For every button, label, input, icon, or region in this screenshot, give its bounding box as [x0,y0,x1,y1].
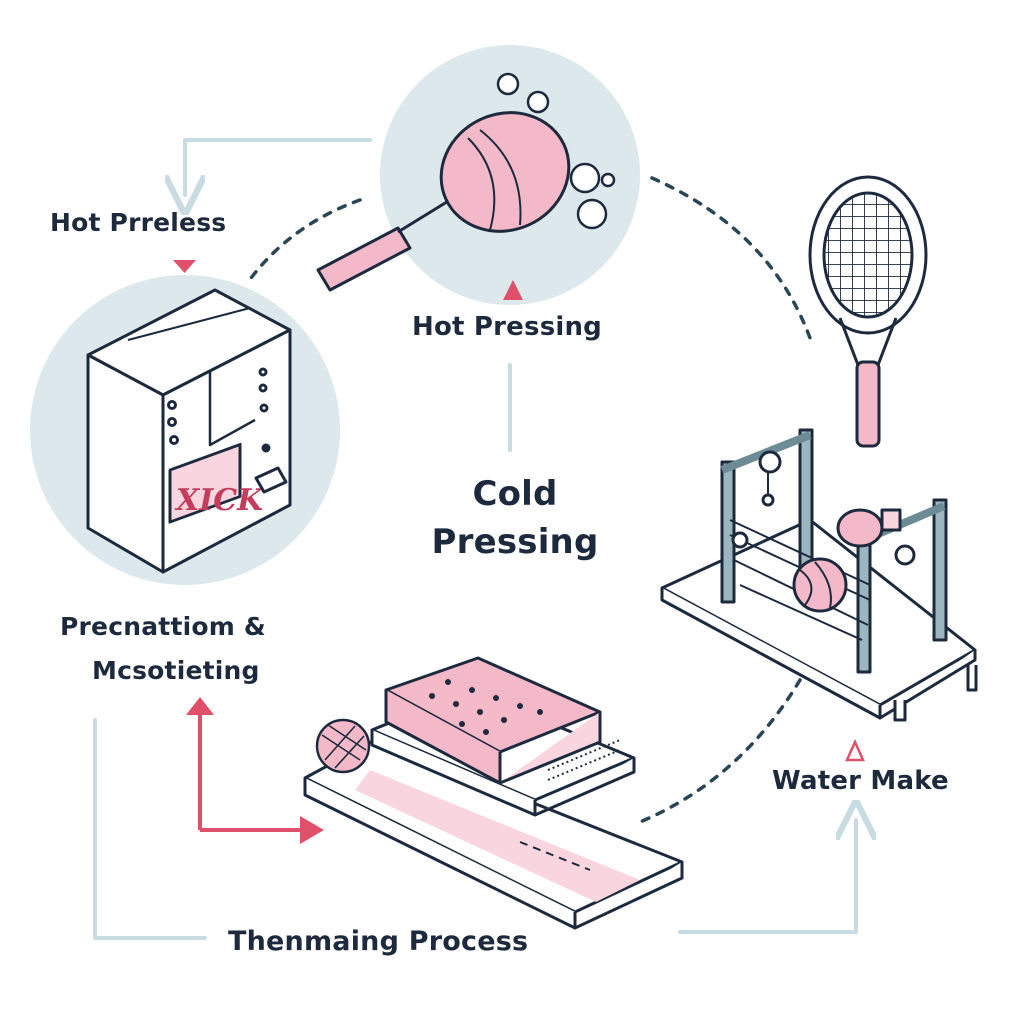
arrow-to-water-make [678,820,856,934]
label-hot-pressing: Hot Pressing [412,312,602,342]
flow-arc-top-right [650,176,812,340]
paddle-icon [316,111,571,292]
label-cold-line2: Pressing [431,522,599,562]
red-pointer-water-make [845,738,865,762]
label-hot-preless: Hot Prreless [50,208,227,237]
connector-left-bottom [93,718,207,940]
red-pointer-hot-pressing [503,280,523,300]
label-precnattiom-line1: Precnattiom & [60,612,266,641]
flow-cycle [246,176,812,824]
tennis-racket-icon [808,175,928,448]
flow-arc-top-left [246,198,362,284]
machine-cabinet-icon: XICK [86,288,292,574]
bubble-icon [496,72,616,230]
red-pointer-hot-preless [173,260,196,273]
label-water-make: Water Make [772,766,949,796]
arrow-to-hot-preless [185,138,372,195]
layered-mat-icon [303,656,684,930]
press-rig-icon [660,428,978,722]
label-cold-pressing: Cold Pressing [420,470,610,566]
flow-arc-bottom-right [638,678,802,824]
red-arrow-up-head [186,697,214,715]
guide-arrows [93,138,856,940]
label-theming-process: Thenmaing Process [228,926,529,957]
red-arrow-right-head [300,816,324,844]
label-cold-line1: Cold [472,474,558,514]
ball-icon [315,718,371,774]
machine-stamp: XICK [174,483,265,518]
red-bracket-arrow [198,710,305,832]
label-precnattiom-line2: Mcsotieting [92,656,260,685]
